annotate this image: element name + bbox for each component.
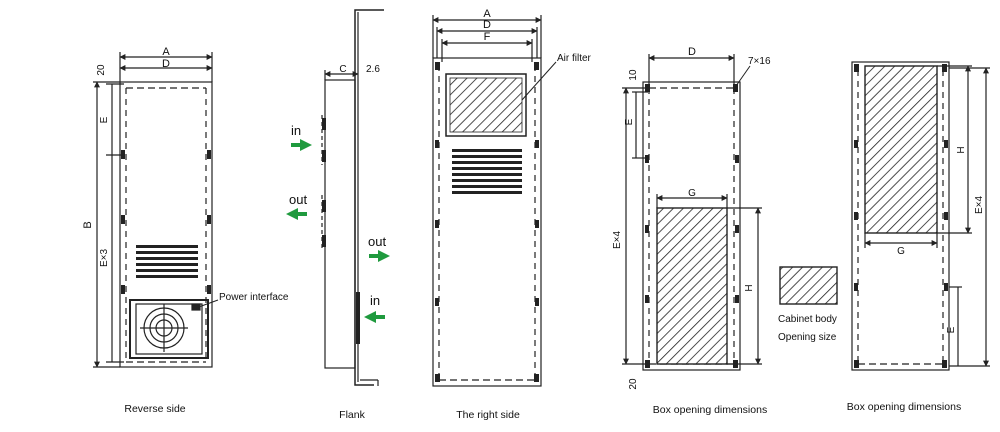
box-opening-view-2 [851, 61, 990, 371]
right-dim-d: D [483, 19, 491, 31]
box2-dim-e: E [946, 326, 957, 333]
flank-labels: C 2.6 in out out in Flank [289, 64, 386, 421]
box1-labels: D 7×16 10 E E×4 G H 20 Box opening dimen… [612, 46, 771, 416]
box2-opening-hatched [864, 65, 938, 234]
right-mount-clips [435, 62, 539, 382]
caption-right-side: The right side [456, 409, 520, 421]
reverse-dim-20: 20 [96, 64, 107, 76]
reverse-dim-a: A [162, 46, 170, 58]
box1-opening-hatched [656, 207, 728, 365]
box2-labels: H E×4 G E Box opening dimensions [847, 146, 985, 413]
reverse-dim-d: D [162, 58, 170, 70]
opening-legend: Cabinet body Opening size [778, 266, 838, 343]
reverse-dim-ex3: E×3 [99, 249, 110, 268]
caption-box-opening-1: Box opening dimensions [653, 404, 767, 416]
fan-icon [129, 299, 209, 359]
legend-line-2: Opening size [778, 332, 837, 343]
right-dim-f: F [484, 31, 491, 43]
air-filter-box [445, 73, 527, 137]
box1-dim-g: G [688, 188, 696, 199]
right-labels: A D F Air filter The right side [456, 8, 591, 421]
flank-view [321, 9, 384, 386]
box2-dim-h: H [956, 146, 967, 153]
flank-in-upper-label: in [291, 123, 301, 138]
box2-dim-ex4: E×4 [974, 196, 985, 215]
caption-box-opening-2: Box opening dimensions [847, 401, 961, 413]
flank-dim-c: C [339, 64, 346, 75]
box1-dim-h: H [744, 284, 755, 291]
legend-hatched-swatch [779, 266, 838, 305]
flank-dim-2-6: 2.6 [366, 64, 380, 75]
legend-line-1: Cabinet body [778, 314, 837, 325]
reverse-dim-e: E [99, 116, 110, 123]
box2-outer-frame [851, 61, 950, 371]
reverse-side-view [93, 52, 219, 368]
box1-dim-7x16: 7×16 [748, 56, 771, 67]
flank-out-lower-label: out [368, 234, 386, 249]
right-vent-grille [452, 149, 522, 194]
reverse-mount-clips [121, 150, 211, 294]
box1-dim-e: E [624, 118, 635, 125]
box1-dim-10: 10 [628, 69, 639, 81]
box2-dim-g: G [897, 246, 905, 257]
air-filter-mesh [449, 77, 523, 133]
caption-flank: Flank [339, 409, 365, 421]
box1-outer-frame [642, 81, 741, 371]
power-interface-label: Power interface [219, 292, 289, 303]
right-outer-frame [432, 57, 542, 387]
flank-in-lower-label: in [370, 293, 380, 308]
reverse-vent-grille [136, 245, 198, 278]
right-side-view [432, 15, 557, 387]
box1-dim-ex4: E×4 [612, 231, 623, 250]
right-dim-a: A [483, 8, 491, 20]
reverse-dim-b: B [82, 221, 94, 228]
reverse-labels: A D 20 B E E×3 Power interface Reverse s… [82, 46, 289, 415]
flank-out-upper-label: out [289, 192, 307, 207]
caption-reverse-side: Reverse side [124, 403, 185, 415]
box1-dim-20: 20 [628, 378, 639, 390]
air-filter-label: Air filter [557, 53, 592, 64]
flank-airflow-arrows [286, 139, 390, 323]
box1-dim-d: D [688, 46, 696, 58]
reverse-outer-frame [119, 81, 213, 368]
box-opening-view-1 [622, 54, 762, 371]
flank-body [324, 79, 356, 369]
